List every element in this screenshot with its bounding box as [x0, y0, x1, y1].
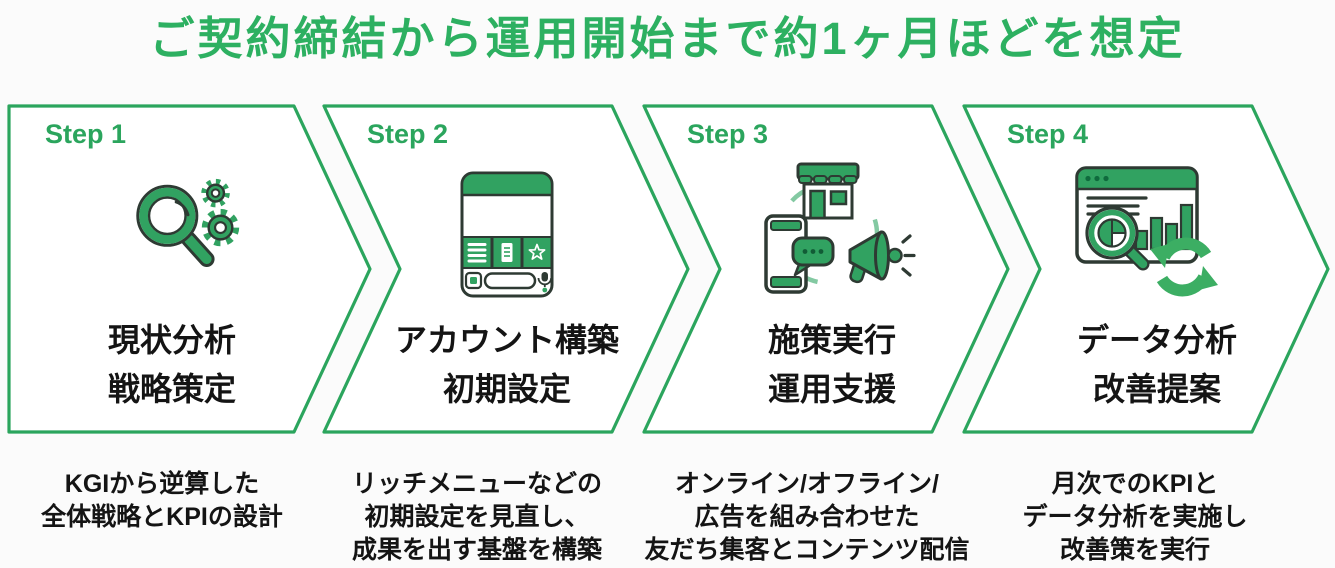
megaphone-glyph — [848, 230, 916, 284]
step2-icon-box — [458, 169, 556, 305]
step4-label: Step 4 — [1007, 119, 1089, 149]
step1-chevron — [7, 104, 372, 434]
magnifier-gears-icon — [136, 178, 240, 267]
dashboard-refresh-icon — [1075, 166, 1218, 297]
star-glyph — [528, 243, 546, 260]
phone-richmenu-icon — [460, 171, 554, 298]
chat-bubble-glyph — [791, 236, 835, 277]
step3-caption: オンライン/オフライン/ 広告を組み合わせた 友だち集客とコンテンツ配信 — [644, 470, 970, 564]
page-title: ご契約締結から運用開始まで約1ヶ月ほどを想定 — [149, 13, 1186, 64]
step2-caption: リッチメニューなどの 初期設定を見直し、 成果を出す基盤を構築 — [351, 470, 602, 564]
step2-label: Step 2 — [367, 119, 449, 149]
step3-heading: 施策実行 運用支援 — [767, 322, 896, 407]
mic-glyph — [537, 272, 552, 293]
sound-lines-glyph — [901, 234, 916, 277]
step4-caption: 月次でのKPIと データ分析を実施し 改善策を実行 — [1022, 470, 1248, 564]
store-phone-megaphone-icon — [764, 162, 916, 294]
step1-label: Step 1 — [45, 119, 127, 149]
step3-chevron — [642, 104, 1010, 434]
step3-label: Step 3 — [687, 119, 769, 149]
step2-heading: アカウント構築 初期設定 — [394, 322, 619, 407]
step4-icon-box — [1072, 163, 1232, 310]
step1-heading: 現状分析 戦略策定 — [107, 322, 236, 407]
refresh-arrows-glyph — [1150, 237, 1218, 297]
store-glyph — [796, 162, 860, 220]
pie-magnifier-glyph — [1085, 206, 1150, 271]
step1-caption: KGIから逆算した 全体戦略とKPIの設計 — [41, 470, 283, 531]
step4-heading: データ分析 改善提案 — [1076, 322, 1237, 407]
menu-lines-glyph — [467, 243, 487, 263]
step3-icon-box — [738, 158, 918, 308]
step1-icon-box — [122, 165, 252, 305]
